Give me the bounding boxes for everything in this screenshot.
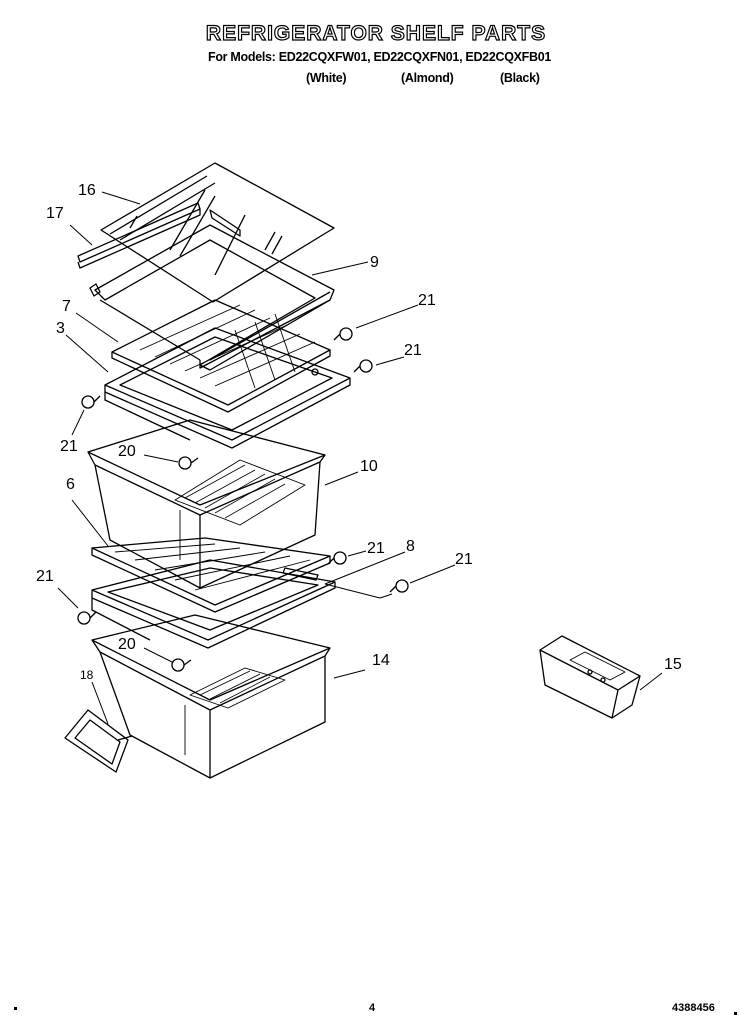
callout-7: 7 [62,298,71,315]
models-line: For Models: ED22CQXFW01, ED22CQXFN01, ED… [208,50,552,64]
callout-15: 15 [664,656,682,673]
shelf-frame-part-3 [104,327,351,449]
label-holder-part-18 [64,709,133,773]
crisper-pan-part-14 [91,614,331,779]
callout-8: 8 [406,538,415,555]
page-number: 4 [369,1002,376,1014]
document-number: 4388456 [672,1002,715,1014]
trim-strip-part-17 [77,202,201,269]
wire-shelf-part-7 [111,299,331,413]
clip-part-21-b [353,359,373,373]
callout-16: 16 [78,182,96,199]
callout-21-d: 21 [367,540,385,557]
callout-21-c: 21 [60,438,78,455]
clip-part-21-e [389,579,409,593]
callout-10: 10 [360,458,378,475]
leader-lines [57,191,663,725]
variant-almond: (Almond) [401,71,454,85]
glass-shelf-part-16 [100,162,335,303]
callout-21-a: 21 [418,292,436,309]
callout-6: 6 [66,476,75,493]
clip-part-21-c [81,395,101,409]
callout-21-e: 21 [455,551,473,568]
callout-21-b: 21 [404,342,422,359]
crisper-cover-part-6 [91,537,331,613]
dairy-bin-part-15 [539,635,641,719]
variant-white: (White) [306,71,347,85]
corner-mark [14,1007,17,1010]
clip-part-21-f [77,611,97,625]
callout-9: 9 [370,254,379,271]
clip-part-20-b [171,658,192,672]
callout-18: 18 [80,668,94,682]
callout-20-b: 20 [118,636,136,653]
corner-mark-right [734,1012,737,1015]
callout-21-f: 21 [36,568,54,585]
crisper-pan-part-10 [87,419,326,589]
callout-3: 3 [56,320,65,337]
callout-14: 14 [372,652,390,669]
variant-black: (Black) [500,71,540,85]
page-title: REFRIGERATOR SHELF PARTS [205,21,547,45]
clip-part-21-a [333,327,353,341]
clip-part-20-a [178,456,199,470]
callout-17: 17 [46,205,64,222]
callout-20-a: 20 [118,443,136,460]
clip-part-21-d [327,551,347,565]
shelf-frame-part-9 [89,224,335,371]
